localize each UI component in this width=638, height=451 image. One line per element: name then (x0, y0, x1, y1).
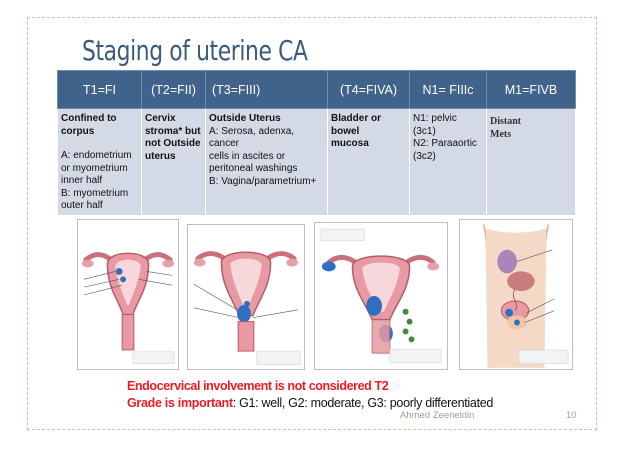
cell-t1-heading-1: Confined to (61, 113, 117, 124)
table-row: Confined to corpus A: endometrium or myo… (57, 108, 576, 216)
cell-n1-line: N2: Paraaortic (413, 138, 477, 149)
note-grade: Grade is important: G1: well, G2: modera… (127, 396, 493, 410)
slide-frame (27, 17, 597, 430)
cell-t4: Bladder or bowel mucosa (327, 108, 410, 216)
stage-4-body-illustration (459, 219, 573, 370)
cell-n1: N1: pelvic (3c1) N2: Paraaortic (3c2) (409, 108, 487, 216)
cell-m1-line: Distant (490, 116, 522, 127)
cell-t1-line: or myometrium (61, 162, 128, 174)
header-n1: N1= FIIIc (409, 70, 487, 109)
header-t2: (T2=FII) (141, 70, 206, 109)
note-grade-label: Grade is important (127, 396, 233, 410)
note-grade-detail: : G1: well, G2: moderate, G3: poorly dif… (232, 396, 494, 410)
cell-t4-line: Bladder or bowel (331, 113, 382, 137)
header-t1: T1=FI (57, 70, 142, 109)
cell-n1-line: N1: pelvic (413, 113, 457, 124)
footer-author: Ahmed Zeeneldin (400, 410, 475, 421)
slide-title: Staging of uterine CA (82, 34, 308, 67)
stage-3-uterus-illustration (314, 222, 448, 370)
note-endocervical: Endocervical involvement is not consider… (127, 379, 389, 393)
cell-t2: Cervix stroma* but not Outside uterus (141, 108, 206, 216)
page-number: 10 (566, 410, 577, 421)
cell-t1-heading-2: corpus (61, 125, 95, 137)
table-header-row: T1=FI (T2=FII) (T3=FIII) (T4=FIVA) N1= F… (57, 70, 576, 109)
cell-m1: Distant Mets (486, 108, 576, 216)
cell-t3-line: cells in ascites or (209, 150, 286, 162)
header-m1: M1=FIVB (486, 70, 576, 109)
cell-t2-line: uterus (145, 150, 176, 162)
cell-t3-line: B: Vagina/parametrium+ (209, 175, 317, 187)
stage-2-uterus-illustration (187, 224, 305, 370)
cell-t2-line: not Outside (145, 138, 201, 149)
notes: Endocervical involvement is not consider… (127, 379, 493, 410)
staging-table: T1=FI (T2=FII) (T3=FIII) (T4=FIVA) N1= F… (57, 70, 576, 216)
cell-t3-line: A: Serosa, adenxa, cancer (209, 125, 295, 150)
cell-t3: Outside Uterus A: Serosa, adenxa, cancer… (205, 108, 328, 216)
stage-1-uterus-illustration (77, 219, 179, 370)
cell-t2-line: Cervix (145, 113, 176, 124)
cell-t1-line: inner half (61, 175, 103, 186)
cell-t4-line: mucosa (331, 138, 369, 149)
cell-n1-line: (3c2) (413, 150, 436, 162)
cell-t1-line: B: myometrium (61, 187, 129, 199)
cell-n1-line: (3c1) (413, 125, 436, 137)
cell-m1-line: Mets (490, 128, 512, 140)
header-t3: (T3=FIII) (205, 70, 328, 109)
cell-t1: Confined to corpus A: endometrium or myo… (57, 108, 142, 216)
cell-t1-line: outer half (61, 200, 103, 211)
cell-t2-line: stroma* but (145, 125, 201, 137)
header-t4: (T4=FIVA) (327, 70, 410, 109)
cell-t3-heading: Outside Uterus (209, 113, 281, 124)
cell-t1-line: A: endometrium (61, 150, 132, 161)
cell-t3-line: peritoneal washings (209, 163, 298, 174)
